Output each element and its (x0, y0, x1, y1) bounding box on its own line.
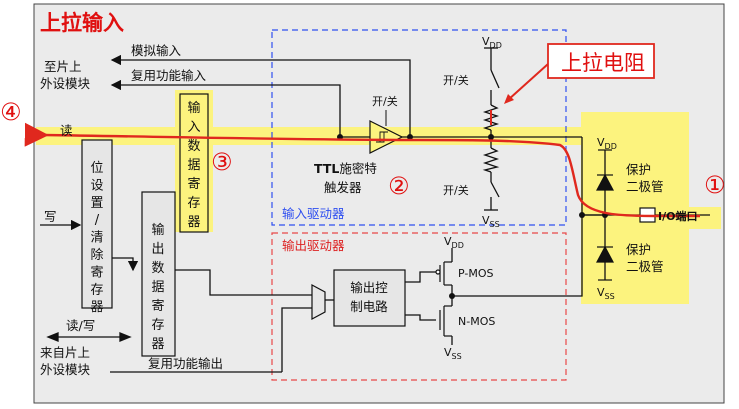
from-peripheral-line2: 外设模块 (40, 362, 91, 377)
junction-dot (407, 134, 413, 140)
vdd-diode-label: VDD (597, 136, 617, 151)
analog-input-label: 模拟输入 (131, 43, 182, 58)
junction-dot (488, 134, 494, 140)
io-port-label: I/O端口 (658, 209, 697, 223)
page-title: 上拉输入 (40, 11, 124, 35)
bit-set-reset-register-label: 位设置/清除寄存器 (90, 161, 103, 315)
mos-transistors (435, 261, 452, 337)
junction-dot (579, 212, 585, 218)
bit-set-reset-register (81, 139, 113, 309)
output-control-block (333, 269, 406, 327)
pulldown-switch-label: 开/关 (443, 183, 469, 197)
pullup-callout-text: 上拉电阻 (561, 51, 645, 75)
mux-symbol (311, 283, 326, 321)
marker-2: ② (388, 172, 410, 200)
schmitt-trigger-symbol (369, 110, 404, 154)
marker-3: ③ (211, 148, 233, 176)
to-peripheral-line1: 至片上 (44, 59, 82, 74)
marker-1: ① (704, 171, 726, 199)
schmitt-switch-label: 开/关 (372, 94, 398, 108)
input-driver-box (271, 29, 567, 226)
write-label: 写 (44, 209, 57, 224)
input-driver-label: 输入驱动器 (282, 206, 345, 221)
input-data-register (179, 93, 209, 233)
protect-diode-bot-2: 二极管 (626, 259, 664, 274)
vss-diode-label: VSS (597, 286, 615, 301)
marker-4: ④ (0, 98, 22, 126)
vss-mos-label: VSS (444, 346, 462, 361)
output-data-register-label: 输出数据寄存器 (151, 222, 164, 352)
to-peripheral-line2: 外设模块 (40, 76, 91, 91)
pullup-switch-label: 开/关 (443, 73, 469, 87)
protect-diode-bot-1: 保护 (626, 242, 651, 257)
output-driver-label: 输出驱动器 (282, 238, 345, 253)
junction-dot (449, 293, 455, 299)
protect-diode-top-1: 保护 (626, 162, 651, 177)
alt-func-input-label: 复用功能输入 (131, 68, 207, 83)
from-peripheral-line1: 来自片上 (40, 345, 90, 360)
pulldown-resistor-symbol (482, 147, 500, 211)
pullup-callout-box (547, 43, 655, 79)
output-control-line2: 制电路 (350, 299, 388, 314)
input-data-register-label: 输入数据寄存器 (187, 100, 200, 230)
protect-diode-top-2: 二极管 (626, 179, 664, 194)
vdd-mos-label: VDD (444, 235, 464, 250)
vdd-top-label: VDD (482, 35, 502, 50)
pmos-label: P-MOS (458, 267, 494, 280)
output-data-register (141, 191, 176, 357)
read-write-label: 读/写 (66, 318, 95, 333)
callout-arrow (507, 63, 549, 101)
vss-mid-label: VSS (482, 214, 500, 229)
schmitt-trigger-label: TTL施密特 (314, 161, 377, 176)
protection-diodes (596, 149, 614, 281)
nmos-label: N-MOS (458, 315, 495, 328)
output-control-line1: 输出控 (350, 280, 388, 295)
read-signal-path (24, 122, 700, 218)
read-label: 读 (60, 123, 73, 138)
alt-func-output-label: 复用功能输出 (148, 356, 223, 371)
trigger-label: 触发器 (324, 180, 362, 195)
